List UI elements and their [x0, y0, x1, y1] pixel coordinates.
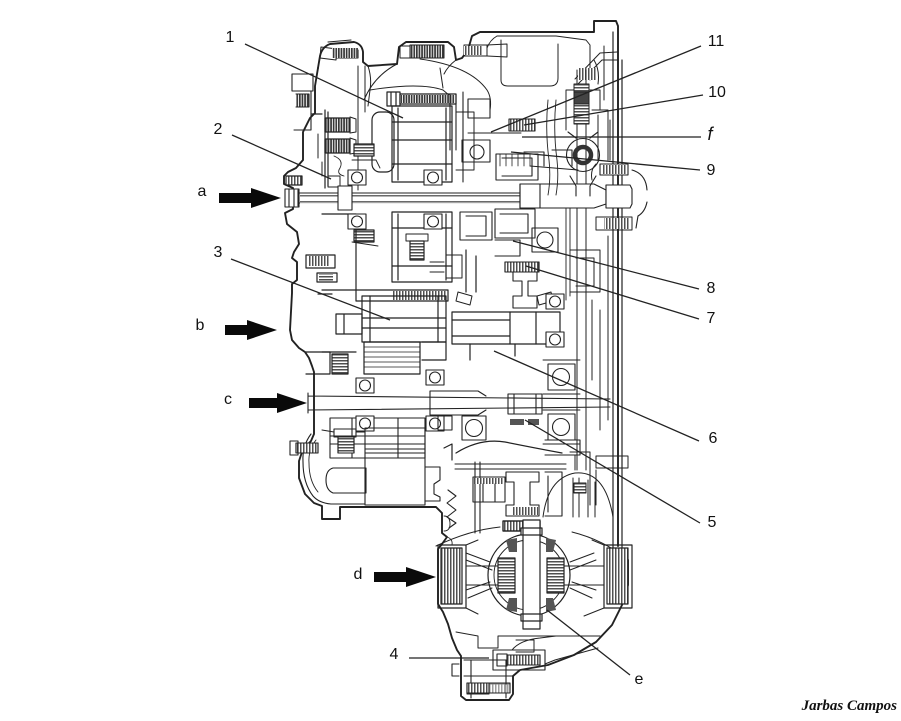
svg-text:1: 1: [226, 29, 235, 46]
svg-text:c: c: [224, 391, 232, 408]
svg-text:9: 9: [707, 162, 716, 179]
svg-text:7: 7: [707, 310, 716, 327]
svg-text:10: 10: [708, 84, 726, 101]
svg-text:11: 11: [708, 33, 725, 50]
svg-text:3: 3: [214, 244, 223, 261]
svg-text:f: f: [707, 124, 714, 144]
svg-text:5: 5: [708, 514, 717, 531]
svg-text:8: 8: [707, 280, 716, 297]
svg-text:4: 4: [390, 646, 399, 663]
svg-text:e: e: [635, 671, 644, 688]
svg-text:d: d: [354, 566, 363, 583]
svg-text:6: 6: [709, 430, 718, 447]
svg-text:Jarbas Campos: Jarbas Campos: [801, 698, 898, 714]
svg-text:b: b: [196, 317, 205, 334]
svg-text:2: 2: [214, 121, 223, 138]
svg-text:a: a: [198, 183, 207, 200]
